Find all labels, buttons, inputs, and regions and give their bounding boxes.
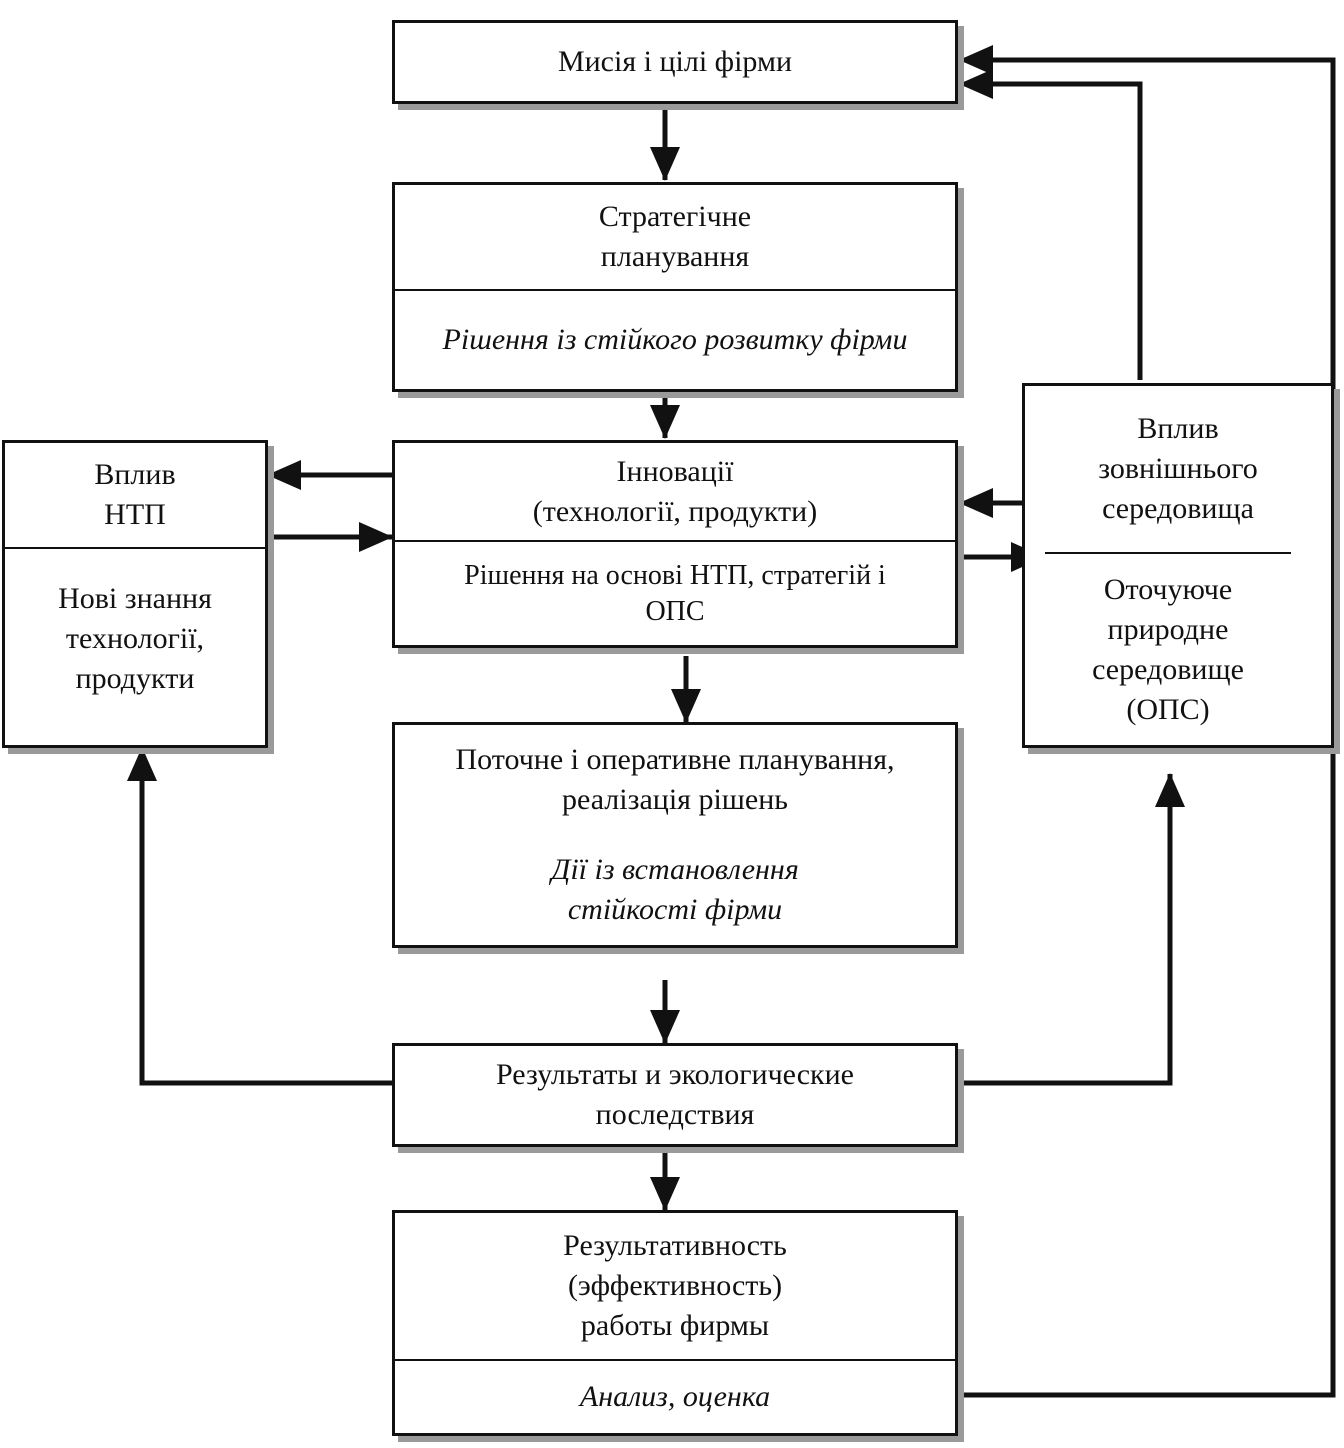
arrow-environment-to-mission — [959, 69, 1143, 380]
environment-title-line-3: середовища — [1102, 492, 1254, 525]
strategic-title-line-2: планування — [600, 240, 750, 273]
ntp-influence-box: Вплив НТП Нові знання технології, продук… — [2, 440, 268, 748]
strategic-decision: Рішення із стійкого розвитку фірми — [442, 323, 908, 356]
performance-box: Результативность (эффективность) работы … — [392, 1210, 958, 1436]
current-title-line-1: Поточне і оперативне планування, — [455, 743, 895, 776]
performance-analysis: Анализ, оценка — [579, 1380, 771, 1413]
environment-body-line-1: Оточуюче — [1103, 572, 1233, 606]
innovation-box: Інновації (технології, продукти) Рішення… — [392, 440, 958, 648]
arrow-results-to-environment — [962, 773, 1185, 1086]
innovation-decision-line-1: Рішення на основі НТП, стратегій і — [464, 559, 886, 591]
environment-title-line-2: зовнішнього — [1098, 452, 1258, 485]
strategic-title-line-1: Стратегічне — [598, 200, 752, 233]
arrow-results-to-ntp — [127, 747, 392, 1086]
ntp-body-line-1: Нові знання — [58, 582, 212, 615]
mission-title: Мисія і цілі фірми — [557, 45, 793, 78]
environment-body-line-4: (ОПС) — [1126, 692, 1210, 726]
current-action-line-1: Дії із встановлення — [551, 853, 799, 886]
performance-title-line-3: работы фирмы — [580, 1309, 770, 1342]
current-action-line-2: стійкості фірми — [567, 893, 783, 926]
current-title-line-2: реалізація рішень — [562, 783, 788, 816]
performance-title-line-2: (эффективность) — [567, 1269, 783, 1302]
environment-influence-box: Вплив зовнішнього середовища Оточуюче пр… — [1022, 383, 1334, 748]
ntp-title-line-2: НТП — [104, 498, 166, 531]
environment-title-line-1: Вплив — [1137, 412, 1219, 445]
ntp-title-line-1: Вплив — [94, 458, 176, 491]
environment-body-line-3: середовище — [1092, 652, 1244, 686]
ntp-body-line-2: технології, — [65, 622, 205, 655]
results-box: Результаты и экологические последствия — [392, 1043, 958, 1147]
current-planning-box: Поточне і оперативне планування, реаліза… — [392, 722, 958, 948]
results-title-line-1: Результаты и экологические — [496, 1058, 854, 1091]
ntp-body-line-3: продукти — [75, 662, 195, 695]
results-title-line-2: последствия — [595, 1098, 755, 1131]
strategic-planning-box: Стратегічне планування Рішення із стійко… — [392, 182, 958, 392]
mission-box: Мисія і цілі фірми — [392, 20, 958, 104]
environment-body-line-2: природне — [1107, 612, 1229, 646]
innovation-title-line-2: (технології, продукти) — [532, 494, 818, 528]
performance-title-line-1: Результативность — [563, 1229, 787, 1262]
innovation-decision-line-2: ОПС — [645, 595, 705, 627]
innovation-title-line-1: Інновації — [616, 454, 734, 488]
